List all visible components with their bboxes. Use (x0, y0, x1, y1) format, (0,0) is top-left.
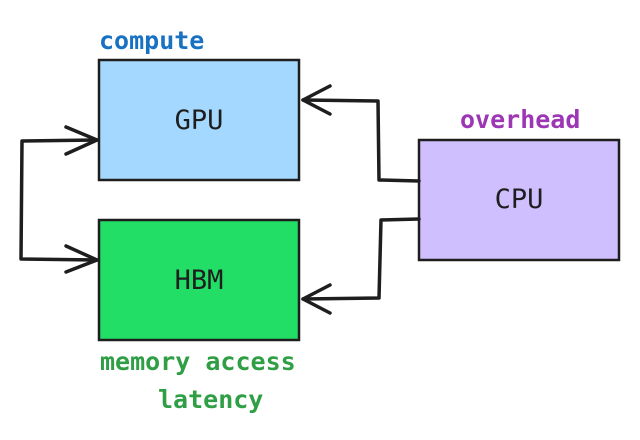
hbm-label: HBM (175, 265, 224, 296)
gpu-node[interactable]: GPU (97, 58, 301, 182)
cpu-label: CPU (495, 184, 544, 215)
hbm-node[interactable]: HBM (97, 218, 301, 342)
arrow-cpu-to-hbm (301, 217, 421, 315)
arrow-cpu-to-gpu (301, 84, 421, 183)
latency-annotation: latency (158, 385, 263, 414)
cpu-node[interactable]: CPU (417, 138, 621, 262)
compute-annotation: compute (99, 26, 204, 55)
gpu-label: GPU (175, 105, 224, 136)
gpu-box (97, 58, 301, 182)
arrow-gpu-hbm-bidirectional (19, 125, 99, 274)
overhead-annotation: overhead (460, 105, 580, 134)
hbm-box (97, 218, 301, 342)
cpu-box (417, 138, 621, 262)
memory-access-annotation: memory access (100, 347, 296, 376)
